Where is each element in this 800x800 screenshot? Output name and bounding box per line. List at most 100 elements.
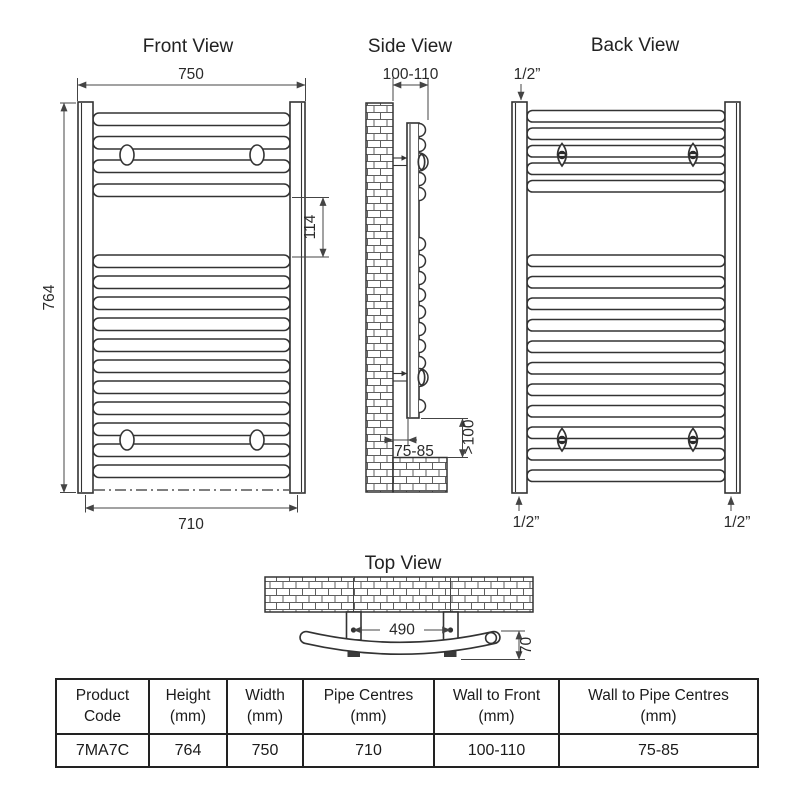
front-right-post — [289, 101, 306, 494]
top-view-title: Top View — [365, 553, 442, 574]
mounting-hole — [119, 429, 135, 451]
bar-end-bump — [418, 270, 427, 286]
bar-end-bump — [418, 236, 427, 252]
mounting-hole — [119, 144, 135, 166]
side-bracket-top — [392, 155, 407, 167]
back-view-title: Back View — [591, 35, 680, 56]
header-width: Width(mm) — [226, 678, 304, 735]
front-bars — [92, 112, 291, 479]
value-height: 764 — [148, 733, 228, 768]
dimension-wall-to-front: 100-110 — [383, 66, 439, 120]
radiator-bar — [92, 112, 291, 127]
radiator-bar — [92, 338, 291, 353]
radiator-bar — [92, 296, 291, 311]
side-radiator-profile — [406, 122, 420, 419]
radiator-bar — [526, 361, 726, 375]
radiator-bar — [526, 275, 726, 289]
front-left-post — [77, 101, 94, 494]
spec-table-data-row: 7MA7C 764 750 710 100-110 75-85 — [55, 733, 759, 768]
front-view-title: Front View — [143, 36, 234, 57]
back-bars — [526, 109, 726, 483]
bar-end-bump — [418, 355, 427, 371]
top-bracket-right — [442, 611, 459, 641]
back-left-post — [511, 101, 528, 494]
side-view-title: Side View — [368, 36, 452, 57]
dim-pipe-centres-label: 710 — [178, 516, 204, 533]
connection-bottom-right: 1/2” — [724, 496, 751, 531]
dim-floor-clearance-label: >100 — [461, 419, 478, 454]
radiator-bar — [526, 297, 726, 311]
radiator-bar — [526, 254, 726, 268]
brick-wall — [365, 102, 394, 493]
connection-top-left: 1/2” — [514, 66, 541, 101]
mounting-hole — [249, 144, 265, 166]
rail-end-connection — [484, 631, 498, 645]
value-product-code: 7MA7C — [55, 733, 150, 768]
radiator-bar — [92, 401, 291, 416]
dimension-floor-clearance: >100 — [421, 418, 478, 458]
bar-end-bump — [418, 122, 427, 138]
radiator-bar — [526, 383, 726, 397]
screw-slot — [559, 154, 565, 156]
front-view: Front View 750 764 114 — [41, 36, 329, 533]
bar-end-bump — [418, 304, 427, 320]
radiator-bar — [526, 447, 726, 461]
radiator-bar — [92, 275, 291, 290]
radiator-bar — [92, 359, 291, 374]
connection-label: 1/2” — [724, 514, 751, 531]
bar-end-bump — [418, 338, 427, 354]
radiator-bar — [526, 109, 726, 123]
radiator-bar — [526, 162, 726, 176]
brick-wall-top — [264, 576, 534, 613]
dim-height-label: 764 — [41, 284, 58, 310]
dim-wall-to-pipe-label: 75-85 — [394, 443, 434, 460]
screw-slot — [690, 439, 696, 441]
value-wall-to-pipe-centres: 75-85 — [558, 733, 759, 768]
radiator-bar — [526, 404, 726, 418]
connection-label: 1/2” — [513, 514, 540, 531]
radiator-bar — [92, 183, 291, 198]
curved-rail-body — [300, 632, 500, 654]
dim-width-label: 750 — [178, 66, 204, 83]
back-right-post — [724, 101, 741, 494]
screw-slot — [559, 439, 565, 441]
dimension-wall-to-pipe: 75-85 — [384, 419, 434, 460]
header-height: Height(mm) — [148, 678, 228, 735]
back-view: Back View 1/2” 1/2” 1/2” — [511, 35, 751, 531]
radiator-bar — [526, 127, 726, 141]
radiator-bar — [92, 317, 291, 332]
header-wall-to-front: Wall to Front(mm) — [433, 678, 560, 735]
front-mounting-holes — [119, 144, 265, 451]
bar-end-bump — [418, 321, 427, 337]
valve-lens — [417, 369, 426, 386]
radiator-bar — [526, 469, 726, 483]
side-valves — [417, 152, 429, 388]
bar-end-bump — [418, 186, 427, 202]
dimension-gap-114: 114 — [292, 197, 329, 258]
header-wall-to-pipe-centres: Wall to Pipe Centres(mm) — [558, 678, 759, 735]
value-pipe-centres: 710 — [302, 733, 435, 768]
bar-end-bump — [418, 171, 427, 187]
dim-bracket-centres-label: 490 — [389, 622, 415, 639]
dimension-height-764: 764 — [41, 102, 76, 493]
bar-end-bump — [418, 287, 427, 303]
technical-drawing: Front View 750 764 114 — [41, 35, 751, 660]
dimension-bracket-centres: 490 — [353, 621, 451, 639]
connection-label: 1/2” — [514, 66, 541, 83]
radiator-bar — [92, 380, 291, 395]
dimension-depth-70: 70 — [461, 630, 535, 660]
dim-wall-to-front-label: 100-110 — [383, 66, 439, 83]
bar-end-bump — [418, 253, 427, 269]
bar-end-bump — [418, 398, 427, 414]
dim-depth-label: 70 — [518, 637, 535, 655]
dim-gap-label: 114 — [302, 214, 319, 239]
back-wall-fixings — [556, 142, 699, 453]
valve-lens — [417, 153, 426, 171]
screw-slot — [690, 154, 696, 156]
dimension-width-750: 750 — [77, 66, 306, 101]
value-width: 750 — [226, 733, 304, 768]
